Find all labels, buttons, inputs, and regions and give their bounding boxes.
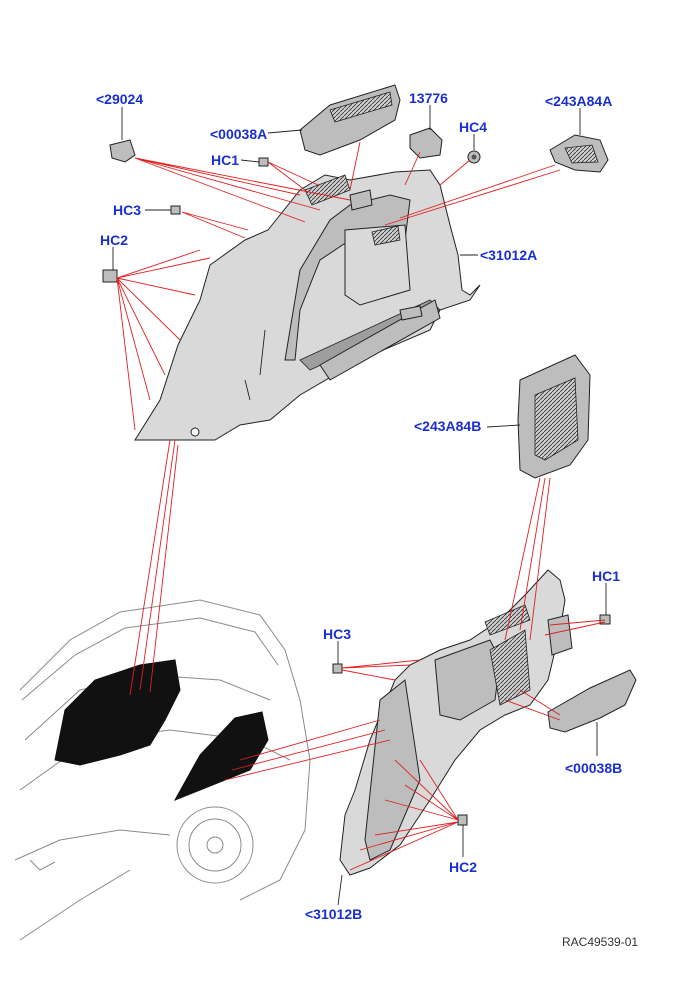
clip-hc2-upper [102, 269, 118, 283]
label-00038B: <00038B [565, 760, 622, 776]
cover-panel-00038A [299, 84, 401, 156]
reference-number: RAC49539-01 [562, 935, 638, 949]
quarter-trim-upper [134, 169, 481, 441]
clip-hc2-lower [457, 814, 468, 826]
labels: <29024 <00038A 13776 HC4 <243A84A HC1 HC… [96, 90, 638, 949]
quarter-trim-lower [339, 569, 573, 876]
label-hc3-upper: HC3 [113, 202, 141, 218]
label-hc2-lower: HC2 [449, 859, 477, 875]
black-leaders [112, 105, 607, 906]
clip-hc4 [467, 150, 481, 164]
clip-hc1-lower [599, 614, 611, 625]
label-31012B: <31012B [305, 906, 362, 922]
bracket-13776 [409, 127, 443, 159]
label-hc1-lower: HC1 [592, 568, 620, 584]
clip-hc3-lower [332, 663, 343, 674]
red-leader-lines [116, 141, 606, 871]
label-hc1-upper: HC1 [211, 152, 239, 168]
label-29024: <29024 [96, 91, 143, 107]
label-243A84B: <243A84B [414, 418, 481, 434]
cover-panel-00038B [547, 669, 637, 733]
vehicle-outline [14, 599, 311, 941]
clip-hc1-upper [258, 157, 269, 167]
label-13776: 13776 [409, 90, 448, 106]
label-hc2-upper: HC2 [100, 232, 128, 248]
label-00038A: <00038A [210, 126, 267, 142]
label-hc3-lower: HC3 [323, 626, 351, 642]
clip-hc3-upper [170, 205, 181, 215]
clip-29024 [109, 139, 136, 163]
vent-243A84A [549, 134, 609, 173]
label-243A84A: <243A84A [545, 93, 612, 109]
label-31012A: <31012A [480, 247, 537, 263]
vent-243A84B [517, 354, 591, 479]
label-hc4: HC4 [459, 119, 487, 135]
